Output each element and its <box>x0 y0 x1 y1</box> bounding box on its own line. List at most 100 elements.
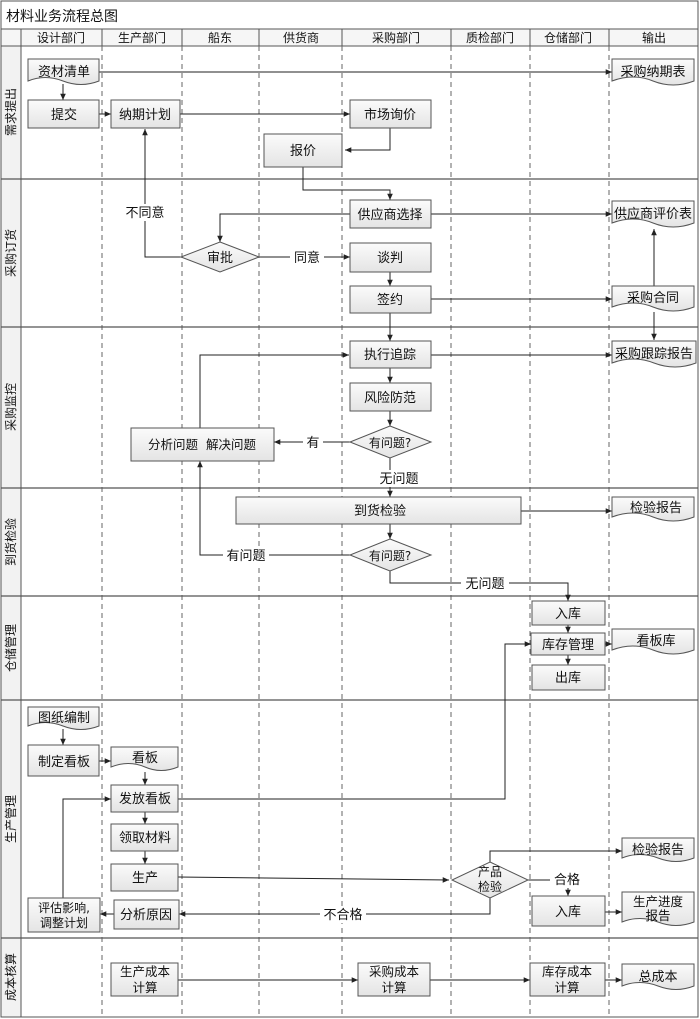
document-node-shengchan-jindu-baogao <box>621 891 695 926</box>
decision-node-you-wenti-2 <box>348 538 433 572</box>
edge-label-butongyi: 不同意 <box>125 205 164 221</box>
node-label: 库存管理 <box>542 637 594 653</box>
process-node-shengchan-chengben <box>110 962 179 997</box>
node-label: 领取材料 <box>119 831 171 846</box>
column-header-row <box>0 28 699 47</box>
process-node-tijiao <box>27 99 100 129</box>
node-label: 生产进度 <box>633 894 684 909</box>
node-label: 有问题? <box>369 549 411 563</box>
document-node-jianyan-baogao-1 <box>611 496 695 522</box>
process-node-lingqu-cailiao <box>110 823 179 852</box>
process-node-caigou-chengben <box>357 962 431 997</box>
edge-label-buhege: 不合格 <box>323 907 362 923</box>
node-label: 计算 <box>132 980 157 995</box>
column-header-design: 设计部门 <box>37 30 85 45</box>
process-node-ruku-2 <box>531 895 606 927</box>
node-label: 风险防范 <box>364 390 416 406</box>
process-node-fenxi-jiejue <box>130 427 275 462</box>
edge-label-youwenti: 有问题 <box>226 549 265 564</box>
node-label: 生产成本 <box>120 964 171 979</box>
phase-arrival-inspection: 到货检验 <box>3 518 18 566</box>
node-label: 分析原因 <box>120 908 172 923</box>
column-header-warehouse: 仓储部门 <box>544 30 592 45</box>
node-label: 审批 <box>207 251 233 266</box>
document-node-kanban <box>110 746 179 771</box>
phase-labels: 需求提出 采购订货 采购监控 到货检验 仓储管理 生产管理 成本核算 <box>3 88 18 1001</box>
nodes: 资材清单 提交 纳期计划 市场询价 报价 采购纳期表 供应商选择 供应商评价表 … <box>27 58 697 997</box>
document-node-zicai-qingdan <box>27 58 100 85</box>
node-label: 检验报告 <box>630 500 682 516</box>
node-label: 总成本 <box>638 970 677 985</box>
phase-cost: 成本核算 <box>3 953 18 1001</box>
process-node-chuku <box>531 664 606 691</box>
phase-production: 生产管理 <box>3 795 18 843</box>
edge-label-wuwenti-2: 无问题 <box>465 577 504 592</box>
decision-node-chanpin-jianyan <box>450 861 530 899</box>
node-label: 看板库 <box>636 633 675 649</box>
column-header-production: 生产部门 <box>118 30 166 45</box>
document-node-gongyingshang-pingjiabiao <box>611 200 695 228</box>
document-node-zongchengben <box>621 963 695 990</box>
node-label: 检验报告 <box>632 842 684 858</box>
phase-warehouse: 仓储管理 <box>3 624 18 672</box>
process-node-gongyingshang-xuanze <box>349 199 432 229</box>
node-label: 供应商选择 <box>357 207 422 223</box>
node-label: 采购合同 <box>627 290 679 306</box>
phase-demand: 需求提出 <box>3 88 18 136</box>
document-node-kanbanku <box>611 628 695 655</box>
column-header-shipowner: 船东 <box>208 31 232 45</box>
node-label: 到货检验 <box>354 503 406 519</box>
edge-labels: 不同意 同意 有 无问题 有问题 无问题 合格 不合格 <box>122 204 584 923</box>
process-node-zhiding-kanban <box>27 744 100 777</box>
node-label: 评估影响, <box>38 900 90 915</box>
node-label: 出库 <box>555 670 581 686</box>
node-label: 市场询价 <box>364 107 416 123</box>
node-label: 计算 <box>554 980 579 995</box>
node-label: 供应商评价表 <box>614 206 692 222</box>
document-node-caigou-naqibiao <box>611 58 695 86</box>
node-label: 签约 <box>377 292 403 308</box>
node-label: 有问题? <box>369 436 411 450</box>
process-node-shichang-xunjia <box>349 99 432 129</box>
document-node-jianyan-baogao-2 <box>621 837 695 862</box>
process-node-naqi-jihua <box>110 99 181 129</box>
document-node-caigou-genzong-baogao <box>611 340 697 368</box>
node-label: 图纸编制 <box>38 711 90 726</box>
node-label: 调整计划 <box>40 915 88 930</box>
node-label: 库存成本 <box>542 964 593 979</box>
document-node-caigou-hetong <box>611 285 695 312</box>
process-node-zhixing-zhuizong <box>349 340 432 369</box>
process-node-tanpan <box>349 242 432 273</box>
node-label: 采购跟踪报告 <box>615 346 693 362</box>
node-label: 分析问题 解决问题 <box>148 437 256 452</box>
process-node-fafang-kanban <box>110 784 179 813</box>
column-headers: 设计部门 生产部门 船东 供货商 采购部门 质检部门 仓储部门 输出 <box>37 30 666 45</box>
process-node-daohuo-jianyan <box>235 496 522 525</box>
node-label: 发放看板 <box>119 791 171 807</box>
process-node-qianyue <box>349 285 432 314</box>
node-label: 执行追踪 <box>364 347 416 363</box>
process-node-fengxian-fangfan <box>349 382 432 412</box>
connectors <box>60 69 657 983</box>
node-label: 报告 <box>645 908 670 923</box>
phase-ordering: 采购订货 <box>3 229 18 277</box>
edge-label-wuwenti-1: 无问题 <box>379 472 418 487</box>
edge-label-hege: 合格 <box>554 872 580 888</box>
node-label: 检验 <box>478 879 502 894</box>
process-node-baojia <box>263 133 343 168</box>
edge-label-tongyi: 同意 <box>294 250 320 266</box>
edge-label-you: 有 <box>306 436 319 451</box>
node-label: 入库 <box>555 904 581 920</box>
column-header-output: 输出 <box>642 30 666 45</box>
document-node-tuzhi-bianzhi <box>27 706 100 730</box>
node-label: 计算 <box>381 980 406 995</box>
node-label: 采购纳期表 <box>620 64 685 80</box>
process-node-fenxi-yuanyin <box>113 899 180 930</box>
decision-node-you-wenti-1 <box>348 425 433 459</box>
process-node-shengchan <box>110 863 179 892</box>
phase-monitoring: 采购监控 <box>3 383 18 431</box>
node-label: 提交 <box>51 107 77 123</box>
column-header-purchasing: 采购部门 <box>372 30 420 45</box>
decision-node-shenpi <box>179 241 261 273</box>
